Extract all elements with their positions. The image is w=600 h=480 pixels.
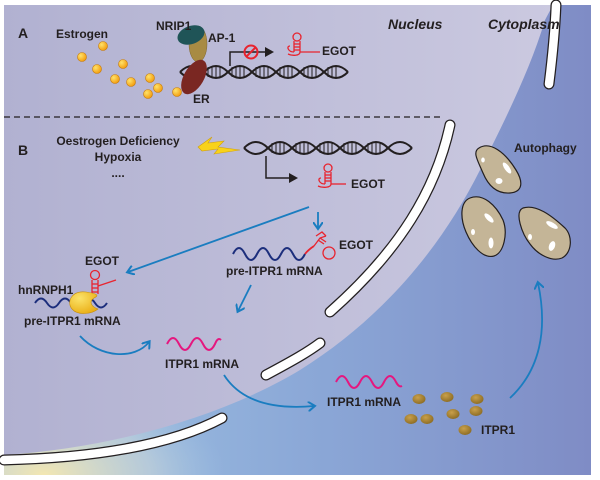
itpr1-protein: [458, 425, 472, 435]
stimulus-hypoxia: Hypoxia: [95, 150, 142, 164]
itpr1-protein: [404, 414, 418, 424]
itpr1-protein: [470, 394, 484, 404]
panel-label-a: A: [18, 25, 28, 41]
itpr1-protein: [469, 406, 483, 416]
estrogen-molecule: [110, 74, 120, 84]
pre-itpr1-mrna-strand-b: [232, 247, 306, 261]
egot-pairing-segment: [304, 245, 315, 255]
estrogen-molecule: [118, 59, 128, 69]
arrow-to-itpr1-mrna-from-left: [79, 335, 149, 355]
inhibition-icon: [243, 44, 259, 60]
cytoplasm-label: Cytoplasm: [488, 16, 560, 32]
stimulus-ellipsis: ....: [111, 166, 124, 180]
pre-itpr1-mrna-label-left: pre-ITPR1 mRNA: [24, 314, 121, 328]
er-label: ER: [193, 92, 210, 106]
dna-helix-b: [243, 141, 413, 155]
egot-label-d: EGOT: [85, 254, 120, 268]
egot-label-b: EGOT: [351, 177, 386, 191]
nrip1-label: NRIP1: [156, 19, 192, 33]
er-protein: [181, 59, 207, 95]
egot-lncrna-icon-a: [287, 32, 320, 56]
estrogen-molecules: [77, 41, 182, 99]
itpr1-protein-label: ITPR1: [481, 423, 515, 437]
estrogen-molecule: [143, 89, 153, 99]
arrow-to-autophagy: [509, 283, 542, 399]
hnrnph1-protein: [69, 291, 99, 314]
itpr1-mrna-strand-nucleus: [166, 337, 222, 351]
hnrnph1-label: hnRNPH1: [18, 283, 74, 297]
nrip1-protein: [177, 25, 205, 45]
egot-label-a: EGOT: [322, 44, 357, 58]
itpr1-mrna-label-cytoplasm: ITPR1 mRNA: [327, 395, 401, 409]
pre-itpr1-mrna-label-right: pre-ITPR1 mRNA: [226, 264, 323, 278]
estrogen-molecule: [153, 83, 163, 93]
ap1-label: AP-1: [208, 31, 236, 45]
arrow-to-itpr1-mrna-from-right: [238, 284, 252, 311]
estrogen-molecule: [145, 73, 155, 83]
estrogen-molecule: [92, 64, 102, 74]
estrogen-molecule: [98, 41, 108, 51]
nucleus-label: Nucleus: [388, 16, 443, 32]
itpr1-proteins: [404, 392, 484, 435]
itpr1-mrna-label-nucleus: ITPR1 mRNA: [165, 357, 239, 371]
transcription-arrow-b: [265, 156, 298, 183]
envelope-segment-top: [543, 0, 562, 90]
egot-lncrna-icon-b: [317, 163, 346, 188]
autophagosome: [475, 145, 522, 194]
egot-label-c: EGOT: [339, 238, 374, 252]
egot-lncrna-icon-d: [89, 269, 117, 294]
envelope-segment-bottom: [0, 412, 228, 466]
itpr1-protein: [420, 414, 434, 424]
egot-lncrna-icon-c: [313, 231, 336, 260]
envelope-segment-lower: [260, 337, 326, 381]
stimulus-oestrogen-deficiency: Oestrogen Deficiency: [56, 134, 180, 148]
autophagosome: [518, 206, 571, 260]
estrogen-molecule: [172, 87, 182, 97]
autophagosome: [461, 196, 506, 258]
itpr1-protein: [412, 394, 426, 404]
nuclear-envelope: [0, 0, 562, 466]
estrogen-molecule: [77, 52, 87, 62]
arrow-to-hnrnph1-complex: [128, 206, 310, 272]
estrogen-label: Estrogen: [56, 27, 108, 41]
envelope-segment-middle: [324, 119, 456, 318]
panel-label-b: B: [18, 142, 28, 158]
lightning-bolt-icon: [197, 136, 241, 155]
arrow-export-to-cytoplasm: [223, 374, 314, 407]
itpr1-protein: [446, 409, 460, 419]
autophagosomes: [461, 145, 571, 260]
itpr1-mrna-strand-cytoplasm: [335, 375, 403, 389]
flow-arrows: [79, 206, 542, 407]
autophagy-label: Autophagy: [514, 141, 577, 155]
estrogen-molecule: [126, 77, 136, 87]
itpr1-protein: [440, 392, 454, 402]
